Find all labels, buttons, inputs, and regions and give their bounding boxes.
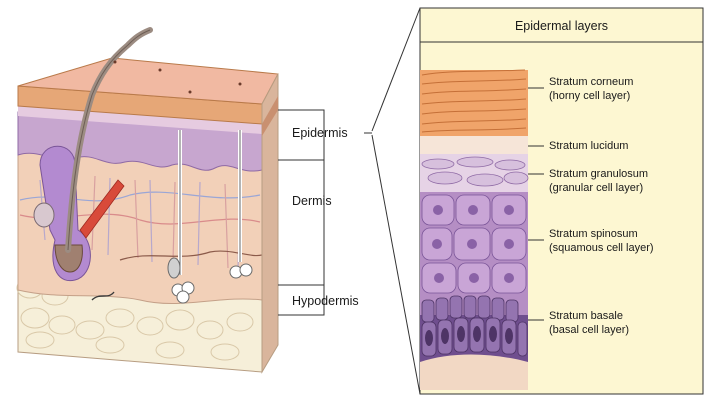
sweat-glands xyxy=(171,130,253,304)
layer-granulosum-name: Stratum granulosum xyxy=(549,168,649,180)
zoom-line-bottom xyxy=(371,134,421,395)
epidermis-front-light xyxy=(18,104,262,134)
hypodermis-bracket xyxy=(278,284,325,316)
layer-granulosum-desc: (granular cell layer) xyxy=(549,182,644,194)
epidermis-label: Epidermis xyxy=(292,126,348,140)
basale-nuclei xyxy=(425,326,513,346)
hypodermis-label: Hypodermis xyxy=(292,294,359,308)
layer-spinosum-name: Stratum spinosum xyxy=(549,228,638,240)
nerve-fiber xyxy=(91,291,115,301)
dermis-label: Dermis xyxy=(292,194,332,208)
hair-bulb xyxy=(54,244,83,273)
dermis-bracket xyxy=(278,159,325,286)
skin-pores xyxy=(113,60,242,94)
layer-basale-desc: (basal cell layer) xyxy=(549,324,630,336)
section-lucidum xyxy=(420,136,528,154)
panel-title: Epidermal layers xyxy=(514,19,609,33)
right-face-corneum xyxy=(262,96,278,136)
epidermal-layers-panel xyxy=(419,7,704,395)
layer-leader-lines xyxy=(528,87,544,321)
layer-spinosum-desc: (squamous cell layer) xyxy=(549,242,654,254)
layer-corneum-desc: (horny cell layer) xyxy=(549,90,631,102)
layer-lucidum-name: Stratum lucidum xyxy=(549,140,629,152)
granulosum-cells xyxy=(421,156,529,187)
zoom-line-top xyxy=(371,7,421,132)
skin-block xyxy=(16,27,279,374)
arrector-pili-muscle xyxy=(79,179,125,239)
layer-corneum-name: Stratum corneum xyxy=(549,76,634,88)
basale-cells xyxy=(421,295,528,357)
sebaceous-gland xyxy=(33,202,55,228)
skin-right-face xyxy=(261,73,279,374)
region-brackets xyxy=(278,7,421,395)
pacinian-corpuscle xyxy=(167,257,181,279)
layer-basale-name: Stratum basale xyxy=(549,310,623,322)
spinosum-nuclei xyxy=(432,205,514,283)
corneum-flakes xyxy=(421,69,527,133)
basement-membrane xyxy=(420,354,528,390)
